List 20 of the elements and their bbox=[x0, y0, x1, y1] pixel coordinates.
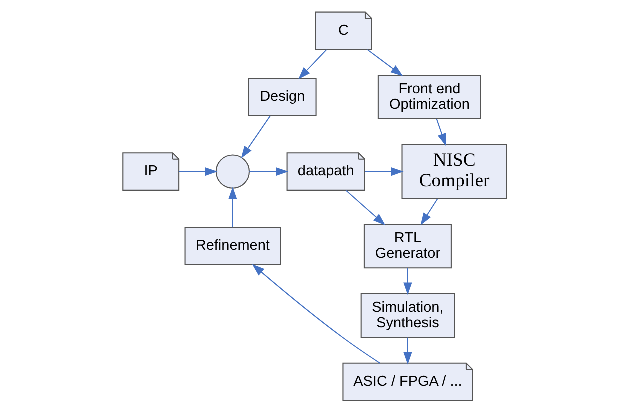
node-box: Front end Optimization bbox=[378, 74, 482, 120]
arrow bbox=[346, 190, 386, 226]
arrow bbox=[436, 119, 446, 146]
node-box: RTL Generator bbox=[364, 224, 452, 269]
arrow bbox=[298, 50, 328, 80]
arrow bbox=[250, 167, 289, 176]
arrow bbox=[179, 167, 218, 176]
arrow bbox=[367, 49, 404, 76]
arrow bbox=[252, 264, 381, 364]
arrow bbox=[404, 338, 412, 365]
node-circle bbox=[216, 154, 250, 189]
arrow bbox=[241, 116, 271, 159]
node-box: Simulation, Synthesis bbox=[360, 294, 456, 338]
node-box: NISC Compiler bbox=[402, 144, 508, 200]
arrow bbox=[420, 198, 438, 226]
node-box: Refinement bbox=[184, 227, 282, 266]
node-box: Design bbox=[248, 78, 317, 116]
arrow bbox=[365, 167, 404, 176]
arrow bbox=[404, 268, 412, 296]
arrow bbox=[228, 187, 238, 228]
